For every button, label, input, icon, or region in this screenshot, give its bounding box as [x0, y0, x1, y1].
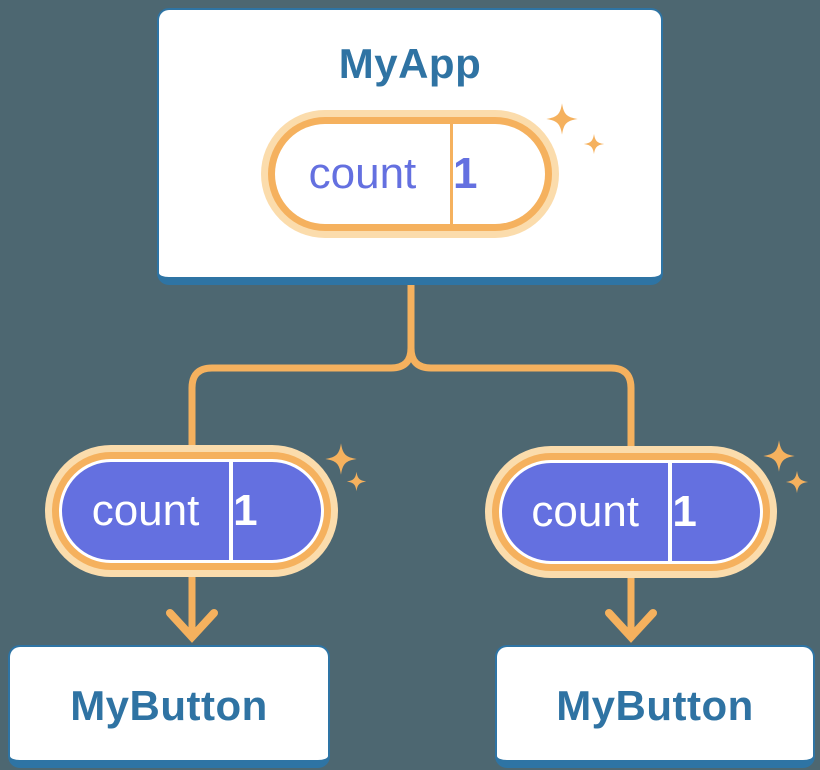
- state-key-label: count: [308, 149, 417, 199]
- prop-pill: count 1: [45, 445, 338, 577]
- component-title: MyButton: [556, 682, 754, 730]
- pill-divider: [668, 463, 673, 561]
- child-component-card: MyButton: [8, 645, 330, 768]
- arrow-down-icon: [166, 609, 218, 643]
- child-component-card: MyButton: [495, 645, 815, 768]
- prop-pill: count 1: [485, 446, 777, 578]
- arrow-down-icon: [605, 609, 657, 643]
- prop-value-label: 1: [233, 486, 258, 535]
- state-pill: count 1: [261, 110, 559, 239]
- sparkle-icon: [325, 443, 357, 475]
- prop-key-label: count: [531, 487, 640, 536]
- prop-value-label: 1: [672, 487, 697, 536]
- component-title: MyButton: [70, 682, 268, 730]
- root-component-card: MyApp count 1: [157, 8, 663, 285]
- prop-key-label: count: [91, 486, 200, 535]
- connector-right-branch: [407, 283, 635, 633]
- pill-divider: [229, 462, 234, 560]
- state-value-label: 1: [452, 149, 478, 199]
- sparkle-icon: [346, 471, 367, 492]
- sparkle-icon: [763, 440, 795, 472]
- sparkle-icon: [583, 133, 605, 155]
- sparkle-icon: [546, 103, 578, 135]
- component-title: MyApp: [338, 40, 482, 87]
- pill-divider: [449, 124, 453, 225]
- sparkle-icon: [785, 470, 809, 494]
